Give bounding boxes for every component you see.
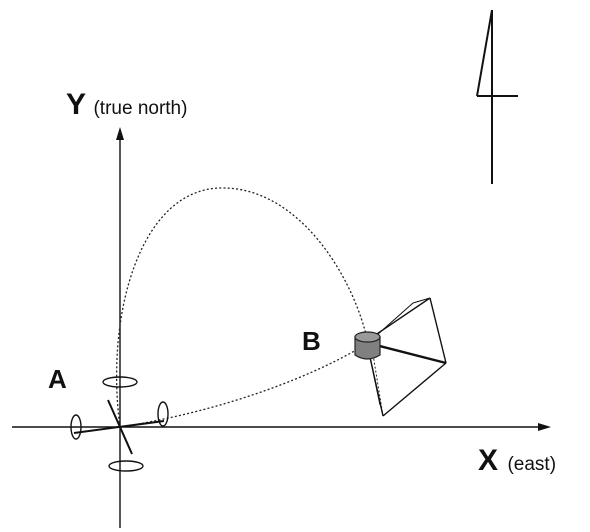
x-axis <box>12 423 551 431</box>
y-axis-letter: Y <box>66 88 86 121</box>
y-axis <box>116 127 124 528</box>
x-axis-letter: X <box>478 444 498 477</box>
y-axis-note: (true north) <box>93 98 187 119</box>
point-b-label: B <box>302 326 321 356</box>
camera-view-frustum <box>367 297 447 417</box>
y-axis-label: Y (true north) <box>66 88 187 121</box>
north-arrow-icon <box>476 9 518 184</box>
point-a-label: A <box>48 364 67 394</box>
quadcopter-icon <box>70 376 169 472</box>
x-axis-label: X (east) <box>478 444 556 477</box>
flight-path <box>115 187 369 428</box>
x-axis-note: (east) <box>507 454 556 475</box>
camera-icon <box>354 331 381 360</box>
